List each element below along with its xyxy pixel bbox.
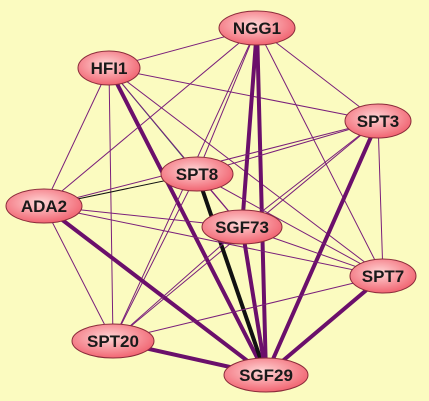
node-label: SPT20 [87,332,139,351]
node-sgf29[interactable]: SGF29 [223,357,309,393]
edge-ada2-spt20 [43,205,114,342]
node-ellipse [5,188,83,224]
node-ellipse [160,156,234,192]
edge-spt3-spt7 [377,120,384,277]
node-spt7[interactable]: SPT7 [349,258,417,294]
edge-ngg1-spt8 [196,27,258,175]
edge-spt8-sgf29 [195,172,268,377]
node-ellipse [344,103,412,139]
edge-hfi1-spt3 [108,67,379,122]
node-label: SGF73 [215,218,269,237]
node-label: SPT3 [357,112,400,131]
node-ellipse [223,357,309,393]
node-ellipse [349,258,417,294]
edge-ngg1-sgf73 [240,26,259,229]
edge-ngg1-ada2 [43,27,258,207]
node-label: SPT7 [362,267,405,286]
edge-sgf73-sgf29 [240,225,268,377]
edge-hfi1-spt20 [108,67,114,342]
node-hfi1[interactable]: HFI1 [77,50,141,86]
node-label: NGG1 [233,19,281,38]
node-ellipse [201,209,283,245]
node-label: SGF29 [239,366,293,385]
node-spt3[interactable]: SPT3 [344,103,412,139]
edge-spt8-spt7 [196,173,384,277]
edge-ngg1-spt3 [256,27,379,122]
edge-sgf73-spt20 [112,226,243,342]
edge-spt8-spt20 [112,173,198,342]
node-ellipse [77,50,141,86]
node-spt8[interactable]: SPT8 [160,156,234,192]
edge-hfi1-ada2 [43,67,110,207]
edge-spt7-spt20 [112,275,384,342]
edge-ada2-sgf29 [42,204,268,377]
node-ngg1[interactable]: NGG1 [218,10,296,46]
node-spt20[interactable]: SPT20 [71,323,155,359]
edge-ada2-spt7 [43,205,384,277]
node-label: HFI1 [91,59,128,78]
node-ellipse [218,10,296,46]
node-ellipse [71,323,155,359]
node-label: ADA2 [21,197,67,216]
edge-spt3-sgf73 [241,120,379,228]
node-ada2[interactable]: ADA2 [5,188,83,224]
edge-spt7-sgf29 [264,274,385,377]
edge-ngg1-spt7 [256,27,384,277]
edge-spt3-sgf29 [264,119,380,377]
edge-ngg1-sgf29 [255,26,268,377]
node-sgf73[interactable]: SGF73 [201,209,283,245]
node-label: SPT8 [176,165,219,184]
